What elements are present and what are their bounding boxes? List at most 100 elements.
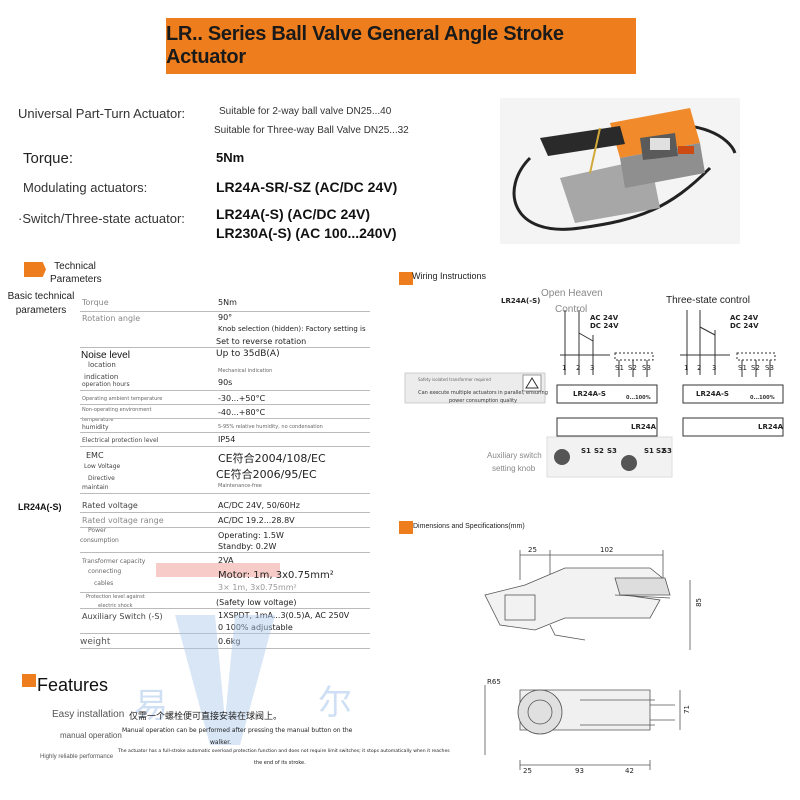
page-title: LR.. Series Ball Valve General Angle Str… (166, 23, 564, 68)
row-power-label: Power (88, 527, 107, 534)
row-location-value: Mechanical indication (218, 368, 273, 374)
row-emc-value: CE符合2004/108/EC (218, 452, 326, 465)
row-shock-value: (Safety low voltage) (216, 598, 297, 607)
row-rotation-note: Knob selection (hidden): Factory setting… (218, 325, 366, 333)
dimensions-title: Dimensions and Specifications(mm) (413, 523, 525, 530)
divider (80, 390, 370, 391)
row-ophours-value: 90s (218, 378, 233, 387)
row-noise-value: Up to 35dB(A) (216, 349, 280, 359)
features-title: Features (37, 675, 109, 695)
wiring-dc24-left: DC 24V (590, 322, 619, 330)
watermark-shape (175, 615, 275, 745)
row-aux-value: 1XSPDT, 1mA...3(0.5)A, AC 250V (218, 611, 350, 620)
feature-easy-label: Easy installation (52, 709, 125, 720)
wiring-knob-s2: S2 (594, 447, 604, 455)
product-photo (500, 98, 740, 244)
row-weight-label: weight (80, 637, 111, 647)
watermark-char-2: 尔 (318, 683, 352, 723)
wiring-s1: S1 (615, 364, 624, 372)
wiring-s2b: S2 (751, 364, 760, 372)
row-humidity-label: humidity (82, 424, 109, 431)
torque-label: Torque: (23, 150, 74, 167)
wiring-lr24a: LR24A (631, 423, 657, 431)
wiring-box-range: 0...100% (626, 395, 651, 401)
row-power-value2: Standby: 0.2W (218, 542, 277, 551)
feature-easy-value: 仅需一个螺栓便可直接安装在球阀上。 (129, 712, 283, 722)
universal-label: Universal Part-Turn Actuator: (18, 106, 186, 121)
divider (80, 432, 370, 433)
watermark-char-1: 易 (134, 686, 168, 726)
row-humidity-value: 5-95% relative humidity, no condensation (218, 424, 323, 430)
divider (80, 446, 370, 447)
row-torque-label: Torque (82, 298, 109, 307)
row-noise-label: Noise level (81, 350, 130, 361)
wiring-s2: S2 (628, 364, 637, 372)
dim-93: 93 (575, 767, 584, 775)
divider (80, 404, 370, 405)
row-optemp-value: -30...+50°C (218, 394, 266, 403)
dim-85: 85 (695, 598, 703, 607)
divider (80, 512, 370, 513)
wiring-knob-s3: S3 (607, 447, 617, 455)
wiring-ac24-right: AC 24V (730, 314, 759, 322)
universal-value-2: Suitable for Three-way Ball Valve DN25..… (214, 125, 409, 136)
row-lowvoltage-label: Low Voltage (84, 463, 121, 470)
title-banner (166, 18, 636, 74)
row-shock-label: Protection level against (86, 594, 145, 600)
row-maintain-label: maintain (82, 484, 109, 491)
row-power-label2: consumption (80, 537, 119, 544)
row-ratedvoltage-label: Rated voltage (82, 501, 138, 510)
row-ratedrange-value: AC/DC 19.2...28.8V (218, 516, 295, 525)
wiring-s3b: S3 (765, 364, 774, 372)
row-cables-label: connecting (88, 568, 122, 575)
row-ophours-label: operation hours (82, 381, 130, 388)
dim-25b: 25 (523, 767, 532, 775)
divider (80, 347, 370, 348)
dimension-lines (484, 550, 691, 770)
divider (80, 418, 370, 419)
actuator-illustration (512, 108, 737, 231)
feature-reliable-value2: the end of its stroke. (254, 760, 306, 766)
row-lowvoltage-value: CE符合2006/95/EC (216, 468, 317, 481)
row-ratedrange-label: Rated voltage range (82, 516, 164, 525)
dim-25: 25 (528, 546, 537, 554)
wiring-aux-knob-2: setting knob (492, 464, 536, 473)
row-cables-label2: cables (94, 580, 114, 587)
dim-r65: R65 (487, 678, 501, 686)
row-transformer-label: Transformer capacity (82, 558, 146, 565)
row-transformer-value: 2VA (218, 556, 234, 565)
torque-value: 5Nm (216, 150, 245, 165)
divider (80, 493, 370, 494)
technical-tag (24, 262, 46, 277)
row-nonoptemp-value: -40...+80°C (218, 408, 266, 417)
dim-102: 102 (600, 546, 614, 554)
divider (80, 608, 370, 609)
row-emc-label: EMC (86, 451, 104, 460)
feature-reliable-value: The actuator has a full-stroke automatic… (118, 749, 450, 754)
wiring-note-small: Safety isolated transformer required (418, 377, 491, 382)
row-ratedvoltage-value: AC/DC 24V, 50/60Hz (218, 501, 300, 510)
row-nonoptemp-label: Non-operating environment temperature (82, 407, 152, 423)
switch-value-1: LR24A(-S) (AC/DC 24V) (216, 206, 371, 222)
wiring-term-3: 3 (590, 364, 595, 372)
dim-42: 42 (625, 767, 634, 775)
divider (80, 648, 370, 649)
divider (80, 633, 370, 634)
row-maintain-value: Maintenance-free (218, 483, 262, 489)
wiring-lr24a-r: LR24A (758, 423, 784, 431)
modulating-label: Modulating actuators: (23, 180, 148, 195)
switch-value-2: LR230A(-S) (AC 100...240V) (216, 225, 397, 241)
wiring-knob-s1b: S1 (644, 447, 654, 455)
wiring-dc24-right: DC 24V (730, 322, 759, 330)
divider (80, 552, 370, 553)
row-rotation-label: Rotation angle (82, 314, 141, 323)
model-label: LR24A(-S) (18, 502, 62, 512)
row-power-value1: Operating: 1.5W (218, 531, 284, 540)
wiring-knob-s2b: S2 (656, 447, 666, 455)
row-cables-value2: 3× 1m, 3x0.75mm² (218, 583, 297, 592)
universal-value-1: Suitable for 2-way ball valve DN25...40 (219, 106, 392, 117)
row-rotation-note2: Set to reverse rotation (216, 337, 307, 346)
feature-reliable-label: Highly reliable performance (40, 754, 114, 760)
wiring-left-model: LR24A(-S) (501, 297, 541, 305)
wiring-ac24-left: AC 24V (590, 314, 619, 322)
